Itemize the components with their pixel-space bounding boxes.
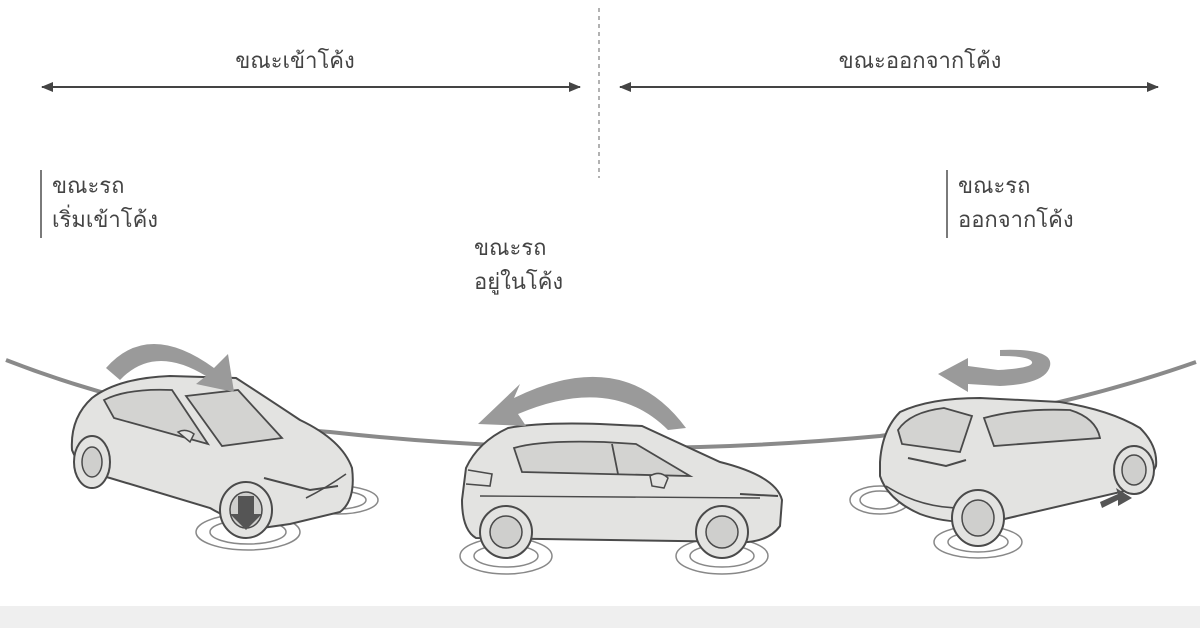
- stage-label-line1: ขณะรถ: [52, 174, 125, 199]
- car-taillight: [465, 469, 493, 487]
- rotate-arrow-car1-icon: [106, 344, 234, 392]
- car-taillight: [907, 457, 967, 468]
- car-side-window: [982, 408, 1102, 447]
- stage-label-in-corner: ขณะรถ อยู่ในโค้ง: [474, 232, 563, 300]
- car-headlight: [739, 493, 779, 497]
- car-side-crease: [479, 495, 761, 499]
- rotate-arrow-car2-icon: [478, 376, 686, 430]
- stage-label-line2: เริ่มเข้าโค้ง: [52, 208, 159, 233]
- car-in-corner: [459, 422, 784, 575]
- rotate-arrow-car3-icon: [938, 349, 1051, 392]
- car-grille: [305, 473, 347, 499]
- car-mirror: [649, 472, 669, 489]
- outward-arrow-icon: [1100, 488, 1132, 508]
- stage-label-line2: อยู่ในโค้ง: [474, 270, 564, 295]
- car-exiting-corner: [849, 396, 1158, 559]
- bottom-band: [0, 606, 1200, 628]
- car-windshield: [184, 389, 284, 447]
- car-entering-corner: [70, 374, 379, 551]
- car-headlight: [263, 477, 339, 492]
- stage-label-line2: ออกจากโค้ง: [958, 208, 1074, 233]
- down-force-arrow-icon: [230, 496, 262, 530]
- stage-label-line1: ขณะรถ: [958, 174, 1031, 199]
- stage-label-entering: ขณะรถ เริ่มเข้าโค้ง: [40, 170, 158, 238]
- exiting-phase-label: ขณะออกจากโค้ง: [838, 49, 1002, 74]
- stage-label-exiting: ขณะรถ ออกจากโค้ง: [946, 170, 1074, 238]
- car-window: [512, 440, 694, 477]
- entering-phase-label: ขณะเข้าโค้ง: [235, 49, 355, 74]
- stage-label-line1: ขณะรถ: [474, 236, 547, 261]
- car-rear-window: [897, 407, 974, 453]
- car-mirror: [176, 429, 195, 444]
- cornering-diagram: [5, 8, 1197, 575]
